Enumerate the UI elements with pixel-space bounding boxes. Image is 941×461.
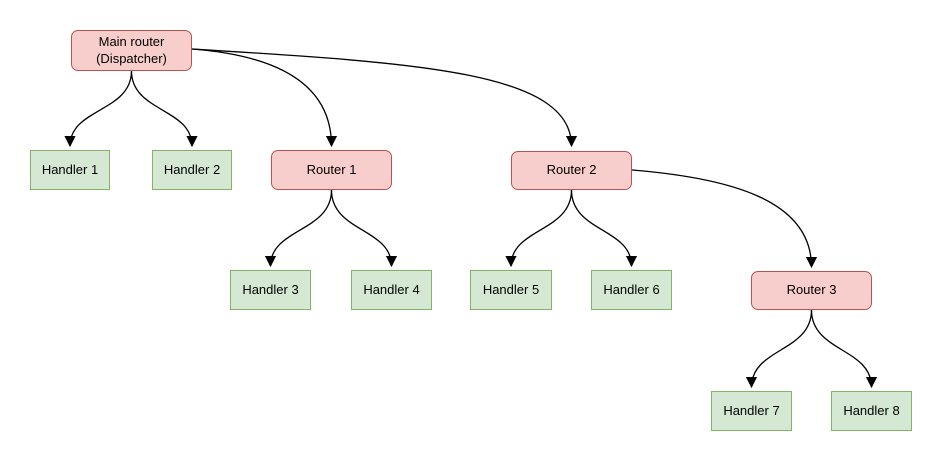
node-main-router[interactable]: Main router (Dispatcher) [71, 30, 192, 71]
edge-router1-handler3 [264, 189, 333, 268]
edge-router2-router3 [631, 169, 818, 269]
node-handler-4[interactable]: Handler 4 [351, 270, 432, 310]
edge-router3-handler8 [810, 309, 878, 389]
edge-router2-handler5 [505, 189, 573, 268]
edge-main-handler1 [64, 70, 133, 148]
edge-router2-handler6 [570, 189, 638, 268]
edge-main-handler2 [130, 70, 198, 148]
edge-router3-handler7 [745, 309, 813, 389]
node-handler-2[interactable]: Handler 2 [152, 150, 232, 190]
node-handler-1[interactable]: Handler 1 [30, 150, 110, 190]
node-handler-8[interactable]: Handler 8 [831, 391, 912, 431]
node-handler-3[interactable]: Handler 3 [230, 270, 311, 310]
edge-main-router2 [191, 48, 578, 148]
node-router-3[interactable]: Router 3 [751, 271, 872, 310]
node-router-2[interactable]: Router 2 [511, 151, 632, 190]
node-handler-7[interactable]: Handler 7 [711, 391, 792, 431]
node-handler-6[interactable]: Handler 6 [591, 270, 672, 310]
node-router-1[interactable]: Router 1 [271, 150, 392, 190]
edge-router1-handler4 [330, 189, 398, 268]
node-handler-5[interactable]: Handler 5 [470, 270, 552, 310]
edge-main-router1 [191, 48, 338, 148]
